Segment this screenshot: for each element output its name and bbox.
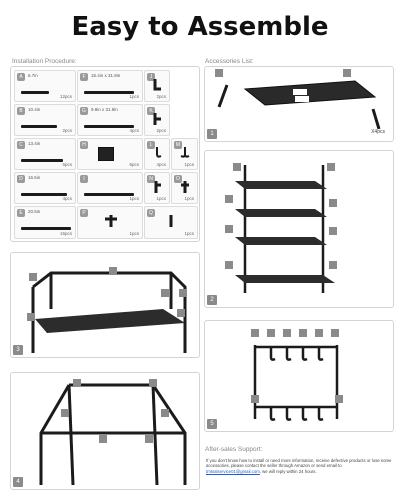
part-cell: O 1pcs <box>171 172 198 204</box>
support-label: After-sales Support: <box>205 446 263 453</box>
rod-icon <box>21 227 71 230</box>
bottom-frame-diagram <box>27 267 187 353</box>
part-cell: K 2pcs <box>144 104 170 136</box>
hook-icon <box>180 147 190 159</box>
step-number: 4 <box>13 477 23 487</box>
part-cell: E 20.5in 16pcs <box>14 206 76 239</box>
shelf-icon <box>84 91 134 94</box>
part-cell: C 13.4in 6pcs <box>14 138 76 170</box>
step-3-panel: 3 <box>10 252 200 358</box>
hook-icon <box>152 147 162 159</box>
step-4-panel: 4 <box>10 372 200 490</box>
shelf-assembly-diagram <box>225 163 337 293</box>
accessories-qty: X4pcs <box>371 129 385 135</box>
rod-icon <box>21 159 63 162</box>
part-cell: G 9.8in x 31.9in 4pcs <box>77 104 143 136</box>
step-number: 5 <box>207 419 217 429</box>
installation-label: Installation Procedure: <box>12 58 77 65</box>
accessories-label: Accessories List: <box>205 58 254 65</box>
step-number: 1 <box>207 129 217 139</box>
part-cell: A 6.7in 12pcs <box>14 70 76 102</box>
connector-icon <box>152 113 162 125</box>
page-title: Easy to Assemble <box>71 12 329 42</box>
support-text: If you don't know how to install or need… <box>206 458 392 474</box>
part-cell: Q 1pcs <box>144 206 198 239</box>
part-cell: D 16.5in 4pcs <box>14 172 76 204</box>
connector-icon <box>180 181 190 193</box>
part-cell: N 1pcs <box>144 172 170 204</box>
tee-connector-icon <box>105 215 117 227</box>
rod-icon <box>21 193 67 196</box>
accessories-panel: 1 X4pcs <box>204 66 394 142</box>
support-email-link[interactable]: tmtsalservice01@gmail.com <box>206 468 260 474</box>
part-cell: M 1pcs <box>171 138 198 170</box>
step-2-panel: 2 <box>204 150 394 308</box>
accessories-diagram <box>215 69 381 130</box>
rod-icon <box>21 91 49 94</box>
step-number: 2 <box>207 295 217 305</box>
part-cell: B 10.4in 2pcs <box>14 104 76 136</box>
foot-icon <box>166 215 176 227</box>
part-cell: H 6pcs <box>77 138 143 170</box>
top-frame-diagram <box>39 379 187 486</box>
part-cell: P 1pcs <box>77 206 143 239</box>
installation-panel: A 6.7in 12pcs F 15.4in x 31.9in 1pcs J 2… <box>10 66 200 242</box>
shelf-icon <box>84 125 134 128</box>
part-cell: F 15.4in x 31.9in 1pcs <box>77 70 143 102</box>
step-5-panel: 5 <box>204 320 394 432</box>
hook-bar-diagram <box>251 329 343 421</box>
step-number: 3 <box>13 345 23 355</box>
rod-icon <box>21 125 57 128</box>
pattern-icon <box>98 147 114 161</box>
connector-icon <box>152 79 162 91</box>
part-cell: L 4pcs <box>144 138 170 170</box>
bar-icon <box>84 193 134 196</box>
part-cell: J 2pcs <box>144 70 170 102</box>
connector-icon <box>152 181 162 193</box>
part-cell: I 1pcs <box>77 172 143 204</box>
